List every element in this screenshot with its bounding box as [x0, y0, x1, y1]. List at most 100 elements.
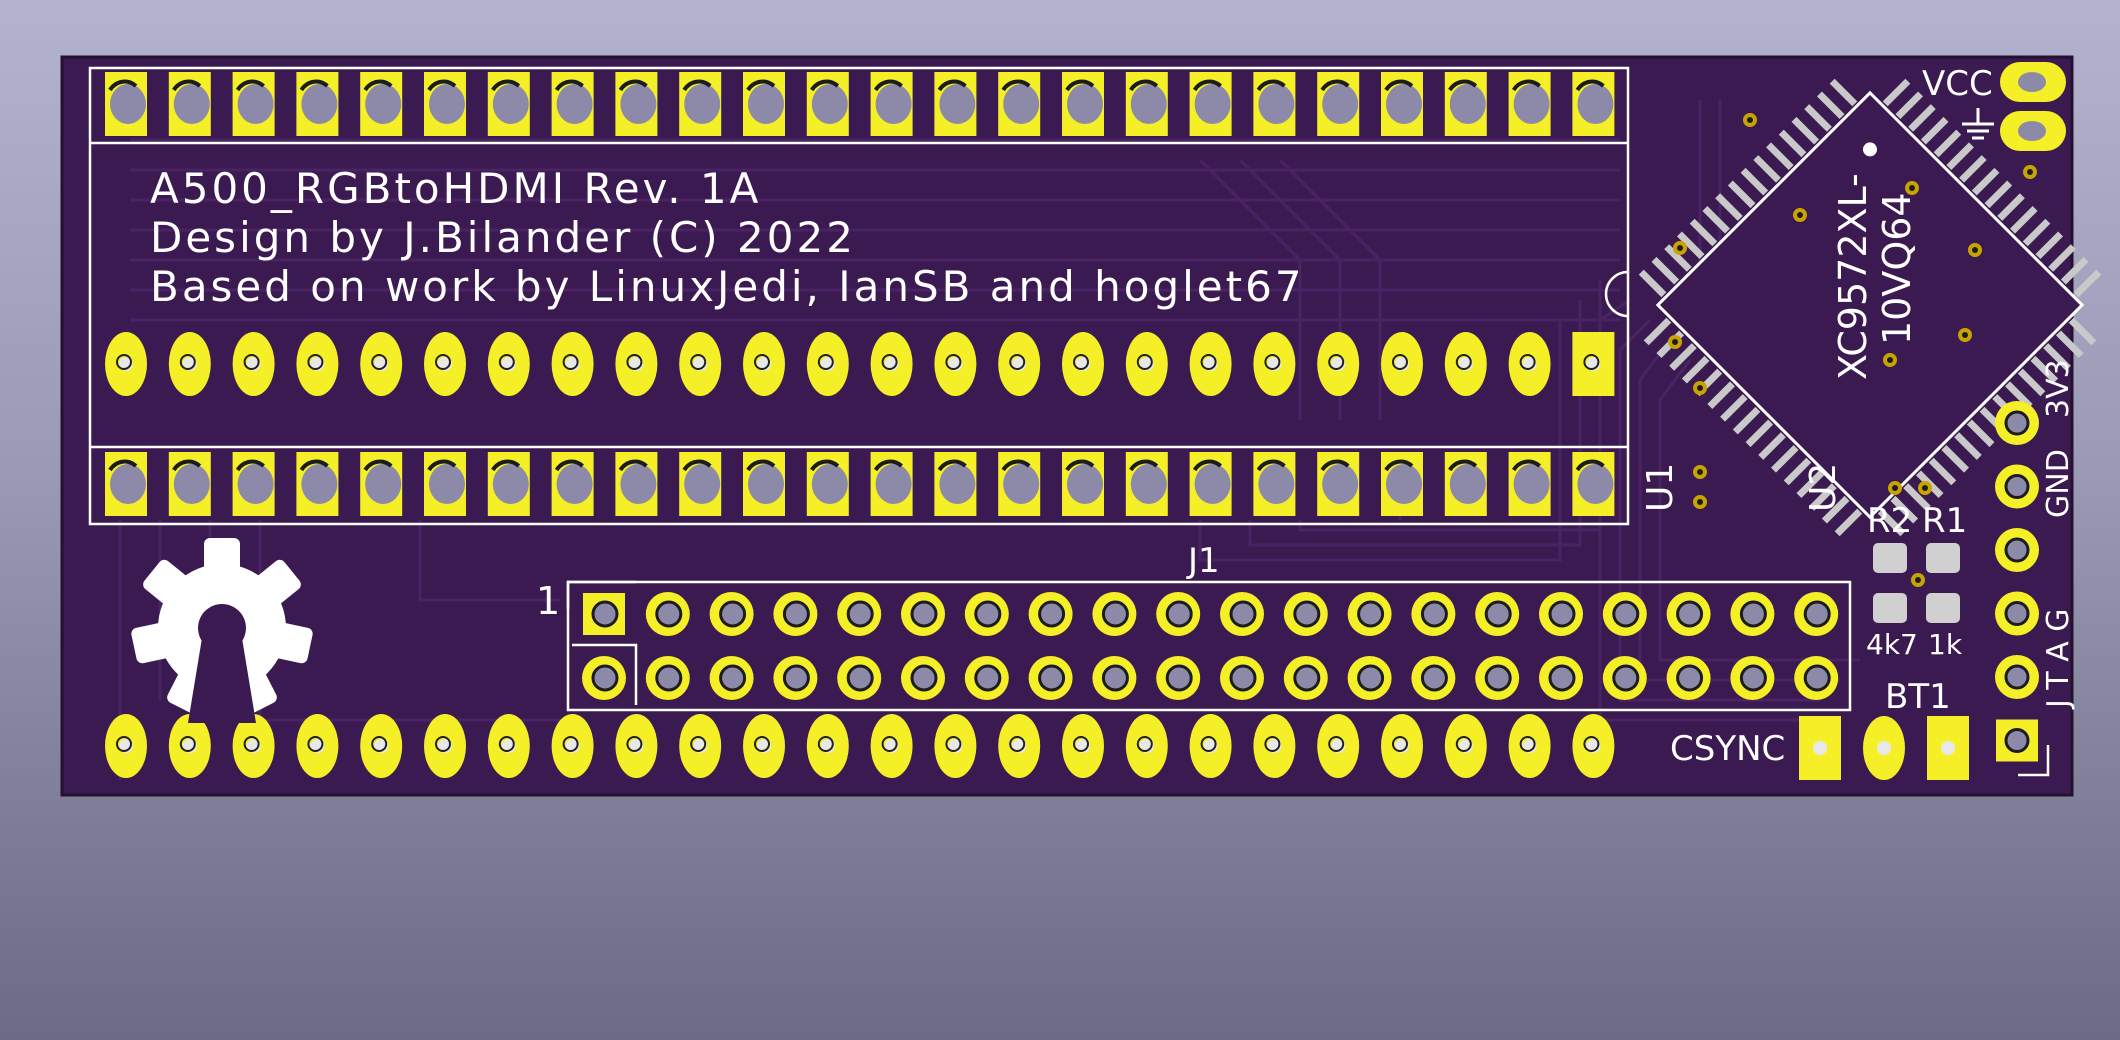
pad-drill: [1322, 464, 1359, 504]
pad-drill-shadow: [873, 79, 903, 92]
chip-lead: [1758, 432, 1786, 460]
chip-lead: [1778, 129, 1807, 158]
chip-lead: [1638, 269, 1667, 298]
designer-line: Design by J.Bilander (C) 2022: [150, 213, 856, 262]
pad-drill-shadow: [810, 79, 840, 92]
pad-drill-shadow: [1001, 79, 1031, 92]
board-title: A500_RGBtoHDMI Rev. 1A: [150, 164, 761, 213]
pad-drill-shadow: [945, 354, 962, 370]
pad-drill-shadow: [1200, 354, 1217, 370]
pad-drill-shadow: [1129, 79, 1159, 92]
pad-drill: [1067, 84, 1103, 124]
pad-drill-shadow: [937, 459, 967, 472]
credits-line: Based on work by LinuxJedi, IanSB and ho…: [150, 262, 1305, 311]
chip-lead: [1732, 406, 1761, 435]
via-hole: [1672, 339, 1678, 345]
pad-drill-shadow: [427, 459, 457, 472]
pad-drill: [2004, 537, 2030, 563]
pad-drill: [1676, 664, 1704, 692]
pad-drill: [684, 464, 721, 504]
pad-drill-shadow: [1392, 736, 1408, 752]
csync-label: CSYNC: [1670, 729, 1785, 769]
pad-drill: [1101, 600, 1129, 628]
pad-drill-shadow: [690, 736, 707, 752]
chip-lead: [2060, 256, 2089, 285]
pad-drill-shadow: [1001, 459, 1031, 472]
pad-drill: [811, 84, 848, 124]
pad-drill: [910, 664, 938, 692]
pad-drill-shadow: [491, 459, 521, 472]
pad-drill: [1293, 664, 1321, 692]
pad-drill: [492, 464, 529, 504]
chip-lead: [1715, 193, 1743, 221]
chip-lead: [1954, 432, 1982, 460]
pad-drill-shadow: [754, 736, 770, 752]
pad-drill-shadow: [1455, 736, 1472, 752]
u1-silkscreen-outline: [88, 66, 1630, 526]
pad-drill: [748, 84, 784, 124]
pad-drill-shadow: [116, 354, 132, 370]
pad-drill: [2004, 601, 2030, 626]
pad-drill-shadow: [1448, 79, 1478, 92]
pad-drill-shadow: [1583, 354, 1600, 370]
chip-lead: [1804, 104, 1832, 132]
j1-pin1-label: 1: [536, 579, 560, 623]
pad-drill-shadow: [554, 459, 584, 472]
pad-drill: [1941, 741, 1955, 755]
chip-lead: [1946, 142, 1974, 170]
pad-drill: [1357, 600, 1385, 628]
chip-lead: [1997, 193, 2025, 221]
pad-drill: [1003, 464, 1040, 504]
pad-drill: [301, 84, 338, 124]
chip-lead: [1834, 508, 1863, 537]
pad-drill-shadow: [179, 736, 196, 752]
pad-drill: [1386, 84, 1422, 124]
chip-lead: [2005, 381, 2033, 409]
pad-drill-shadow: [1511, 79, 1541, 92]
pad-drill: [110, 84, 146, 124]
pad-drill: [1813, 741, 1827, 755]
vias: [1668, 113, 2037, 587]
chip-lead: [1877, 508, 1906, 537]
pad-drill-shadow: [108, 79, 138, 92]
pad-drill: [1229, 600, 1257, 628]
chip-lead: [1669, 343, 1697, 371]
pad-drill: [1038, 600, 1066, 628]
chip-lead: [1959, 155, 1987, 183]
chip-lead: [1651, 256, 1680, 285]
pad-drill: [1067, 464, 1103, 504]
chip-lead: [1890, 495, 1919, 524]
bt1-connector: [1799, 716, 1969, 780]
pad-drill: [1293, 600, 1321, 628]
chip-lead: [2030, 355, 2059, 384]
pad-drill-shadow: [363, 79, 393, 92]
u1-label: U1: [1640, 463, 1681, 512]
r1-value: 1k: [1928, 628, 1963, 661]
lower-pad-row: [105, 452, 1615, 516]
pad-drill: [1003, 84, 1040, 124]
pad-drill-shadow: [1129, 459, 1159, 472]
pad-drill: [2004, 410, 2030, 436]
pad-drill-shadow: [243, 354, 260, 370]
chip-lead: [1753, 155, 1781, 183]
pad-drill: [1877, 741, 1891, 755]
pad-drill: [556, 84, 593, 124]
chip-lead: [1702, 206, 1730, 234]
pad-drill: [1420, 600, 1448, 628]
pad-drill: [939, 84, 976, 124]
chip-lead: [1903, 483, 1931, 511]
pad-drill: [1258, 84, 1295, 124]
pad-drill-shadow: [1511, 459, 1541, 472]
pad-drill: [2004, 728, 2030, 753]
pad-drill-shadow: [1455, 354, 1472, 370]
pad-drill: [910, 600, 938, 628]
jtag-label: J T A G: [2041, 608, 2076, 710]
pad-drill-shadow: [1009, 354, 1026, 370]
pad-drill-shadow: [172, 459, 202, 472]
pad-drill: [974, 600, 1002, 628]
j1-silkscreen-outline: [566, 580, 1852, 712]
pad-drill: [846, 600, 874, 628]
via-hole: [1922, 485, 1928, 491]
chip-lead: [1643, 317, 1672, 346]
